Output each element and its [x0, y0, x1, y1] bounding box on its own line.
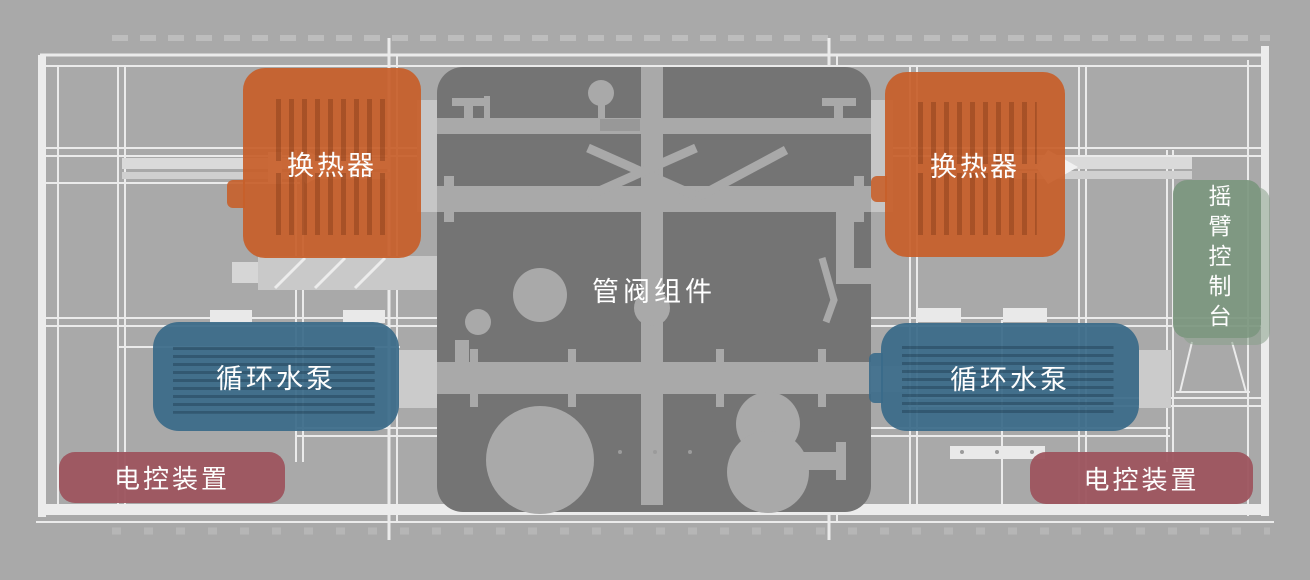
rocker-console-region: 摇臂控制台	[1173, 180, 1261, 338]
circulating-pump-right-label: 循环水泵	[950, 364, 1070, 396]
circulating-pump-left-region: 循环水泵	[153, 322, 399, 431]
electric-control-right-label: 电控装置	[1083, 465, 1200, 496]
heat-exchanger-right-label: 换热器	[930, 152, 1020, 183]
electric-control-left-label: 电控装置	[113, 465, 230, 495]
rocker-console-label: 摇臂控制台	[1204, 184, 1230, 334]
electric-control-right-region: 电控装置	[1030, 452, 1253, 504]
heat-exchanger-left-label: 换热器	[287, 150, 377, 182]
circulating-pump-left-label: 循环水泵	[216, 364, 336, 395]
heat-exchanger-right-region: 换热器	[871, 72, 1065, 257]
circulating-pump-right-region: 循环水泵	[869, 323, 1139, 431]
heat-exchanger-left-region: 换热器	[227, 68, 421, 258]
electric-control-left-region: 电控装置	[59, 452, 285, 503]
